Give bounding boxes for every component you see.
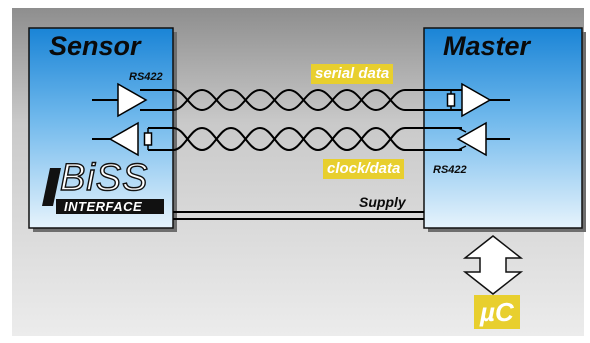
serial-data-label: serial data (311, 64, 394, 84)
clock-data-twisted-pair (148, 126, 462, 152)
sensor-driver-triangle-icon (92, 82, 148, 118)
double-arrow-icon (462, 235, 524, 295)
master-termination-resistor-icon (446, 90, 456, 110)
biss-logo-icon (42, 168, 164, 214)
biss-logo-word: BiSS (59, 156, 149, 199)
master-rs422-label: RS422 (433, 164, 467, 176)
supply-label: Supply (359, 194, 406, 210)
sensor-receiver-triangle-icon (92, 121, 139, 157)
master-driver-triangle-icon (456, 121, 510, 157)
sensor-termination-resistor-icon (143, 128, 153, 150)
clock-data-label: clock/data (323, 159, 405, 179)
biss-logo-subword: INTERFACE (64, 199, 143, 214)
master-title: Master (443, 31, 531, 61)
sensor-rs422-label: RS422 (129, 71, 163, 83)
supply-lines (173, 211, 424, 220)
sensor-title: Sensor (49, 31, 141, 61)
master-receiver-triangle-icon (461, 82, 510, 118)
microcontroller-label: µC (474, 295, 520, 329)
